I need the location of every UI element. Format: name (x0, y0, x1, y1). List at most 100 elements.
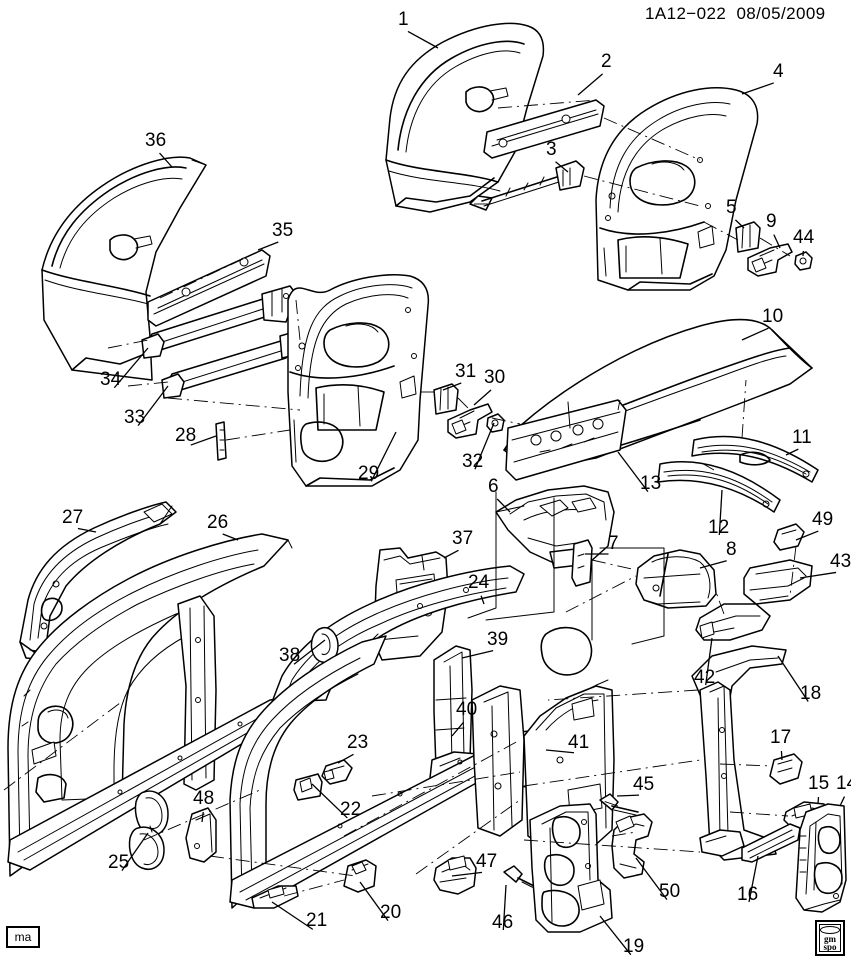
leader-line-19 (599, 915, 632, 956)
callout-10: 10 (762, 306, 784, 327)
callout-14: 14 (836, 773, 851, 794)
part-45-hinge-pillar-stud-bolt (599, 793, 639, 816)
leader-line-49 (795, 530, 819, 541)
leader-line-34 (113, 347, 149, 389)
callout-49: 49 (812, 509, 834, 530)
part-22-body-side-inner-anchor-plate (293, 773, 323, 801)
callout-35: 35 (272, 220, 294, 241)
callout-7: 7 (608, 533, 619, 554)
part-26-body-side-outer-panel (7, 533, 293, 877)
callout-43: 43 (830, 551, 851, 572)
part-8-rear-quarter-upper-bracket (635, 549, 717, 609)
part-50-hinge-pillar-striker-reinforcement (611, 813, 653, 879)
assembly-alignment-lines (3, 99, 797, 897)
leader-line-11 (785, 448, 799, 456)
leader-line-10 (741, 327, 769, 341)
revision-stamp: ma (6, 926, 40, 948)
callout-12: 12 (708, 517, 730, 538)
leader-line-43 (799, 571, 837, 579)
callout-44: 44 (793, 227, 815, 248)
leader-line-31 (442, 382, 462, 391)
callout-31: 31 (455, 361, 477, 382)
callout-4: 4 (773, 61, 784, 82)
callout-3: 3 (546, 139, 557, 160)
leader-line-5 (734, 219, 745, 229)
part-43-rear-quarter-wheelhouse-bracket (743, 559, 813, 605)
part-27-front-roof-rail-reinforcement (19, 501, 177, 661)
part-6-rear-wheelhouse-inner-panel (495, 485, 615, 569)
callout-36: 36 (145, 130, 167, 151)
part-16-rocker-inner-reinforcement-strip (741, 823, 801, 863)
callout-29: 29 (358, 463, 380, 484)
leader-line-3 (555, 161, 569, 173)
callout-13: 13 (640, 473, 662, 494)
callout-5: 5 (726, 197, 737, 218)
part-20-rocker-inner-rear-bracket (343, 859, 377, 893)
leader-line-25 (121, 832, 149, 871)
leader-line-2 (577, 73, 604, 96)
callout-22: 22 (340, 799, 362, 820)
leader-line-13 (617, 451, 649, 493)
callout-45: 45 (633, 774, 655, 795)
callout-46: 46 (492, 912, 514, 933)
part-7-quarter-inner-reinforcement-plate (571, 539, 593, 587)
callout-9: 9 (766, 211, 777, 232)
callout-15: 15 (808, 773, 830, 794)
leader-line-45 (616, 794, 640, 797)
leader-line-15 (817, 796, 820, 805)
leader-line-47 (451, 871, 483, 877)
leader-line-21 (271, 901, 314, 930)
leader-line-36 (159, 152, 173, 168)
part-23-seat-belt-anchor-bracket (321, 759, 353, 785)
leader-line-33 (137, 385, 169, 427)
part-44-door-hinge-nut (794, 251, 813, 271)
callout-8: 8 (726, 539, 737, 560)
part-19-rear-body-hinge-pillar (529, 803, 613, 933)
leader-line-14 (839, 796, 846, 807)
leader-line-24 (480, 595, 485, 605)
callout-47: 47 (476, 851, 498, 872)
callout-37: 37 (452, 528, 474, 549)
leader-line-46 (502, 884, 507, 931)
leader-line-6 (496, 498, 511, 513)
part-29-front-door-inner-frame (287, 274, 430, 487)
logo-oval-shape (820, 926, 840, 934)
part-4-rear-door-inner-frame (595, 87, 759, 291)
logo-spo-text: spo (823, 942, 837, 952)
leader-line-9 (773, 234, 781, 249)
callout-39: 39 (487, 629, 509, 650)
leader-line-29 (370, 431, 397, 482)
gm-spo-logo: gm spo (815, 920, 845, 956)
callout-32: 32 (462, 451, 484, 472)
leader-line-39 (461, 650, 494, 659)
leader-line-17 (780, 750, 783, 761)
logo-gm-text: gm (824, 934, 836, 944)
part-36-front-door-outer-panel (41, 156, 207, 381)
part-32-hinge-pivot-bolt (486, 413, 505, 433)
logo-inner-frame: gm spo (819, 924, 841, 952)
leader-line-1 (407, 30, 439, 49)
callout-16: 16 (737, 884, 759, 905)
callout-50: 50 (659, 881, 681, 902)
leader-line-4 (741, 82, 774, 95)
callout-30: 30 (484, 367, 506, 388)
part-49-rear-quarter-upper-clip (773, 523, 805, 551)
part-17-center-pillar-upper-bracket (769, 753, 803, 785)
leader-line-41 (545, 749, 575, 754)
center-pillar-outer-structure (699, 681, 777, 861)
part-42-rear-quarter-lower-bracket (695, 603, 771, 641)
leader-line-30 (473, 389, 492, 406)
part-28-grommet-strip (215, 421, 227, 461)
leader-line-40 (451, 721, 465, 737)
callout-33: 33 (124, 407, 146, 428)
leader-line-32 (474, 422, 495, 470)
callout-24: 24 (468, 572, 490, 593)
leader-line-28 (190, 435, 217, 446)
callout-20: 20 (380, 902, 402, 923)
leader-line-50 (635, 857, 668, 901)
callout-11: 11 (792, 427, 812, 448)
part-46-rocker-anchor-stud-bolt (503, 865, 543, 892)
leader-line-27 (77, 527, 97, 533)
callout-17: 17 (770, 727, 792, 748)
